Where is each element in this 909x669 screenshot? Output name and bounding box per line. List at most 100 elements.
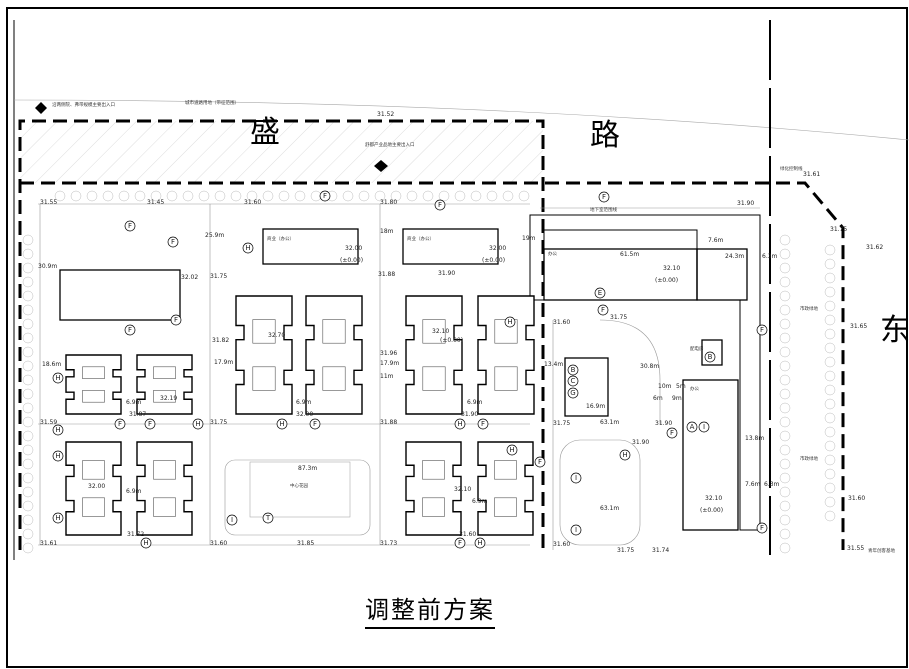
marker-circle-icon bbox=[666, 427, 678, 439]
grid-marker: E bbox=[594, 287, 606, 299]
building-core bbox=[494, 497, 517, 517]
elevation-label: 32.19 bbox=[160, 395, 177, 402]
elevation-label: 32.02 bbox=[181, 274, 198, 281]
tree-icon bbox=[779, 542, 791, 554]
tree-group bbox=[22, 190, 836, 554]
tree-icon bbox=[779, 360, 791, 372]
dimension-label: 17.9m bbox=[380, 360, 399, 367]
building-core bbox=[422, 366, 446, 391]
tree-icon bbox=[54, 190, 66, 202]
road-edge-curve bbox=[13, 99, 909, 141]
grid-marker: H bbox=[52, 424, 64, 436]
tree-icon bbox=[779, 458, 791, 470]
dimension-label: 87.3m bbox=[298, 465, 317, 472]
building-core bbox=[82, 497, 105, 517]
marker-circle-icon bbox=[114, 418, 126, 430]
marker-letter: F bbox=[313, 420, 317, 428]
building-core bbox=[494, 460, 517, 480]
marker-circle-icon bbox=[434, 199, 446, 211]
marker-letter: H bbox=[245, 244, 250, 252]
elevation-label: 31.75 bbox=[830, 226, 847, 233]
tree-icon bbox=[824, 314, 836, 326]
grid-marker: F bbox=[319, 190, 331, 202]
tree-icon bbox=[358, 190, 370, 202]
grid-marker: H bbox=[619, 449, 631, 461]
tree-icon bbox=[342, 190, 354, 202]
tree-icon bbox=[824, 258, 836, 270]
elevation-label: 31.55 bbox=[40, 199, 57, 206]
grid-marker: T bbox=[262, 512, 274, 524]
dimension-label: 7.6m bbox=[708, 237, 724, 244]
elevation-label: 32.00 bbox=[296, 411, 313, 418]
tree-icon bbox=[824, 342, 836, 354]
tree-icon bbox=[22, 346, 34, 358]
tree-icon bbox=[22, 248, 34, 260]
elevation-label: 31.90 bbox=[655, 420, 672, 427]
marker-letter: F bbox=[438, 201, 442, 209]
grid-marker: I bbox=[570, 524, 582, 536]
grid-marker: H bbox=[242, 242, 254, 254]
residential-building bbox=[235, 295, 293, 415]
marker-letter: B bbox=[571, 366, 576, 374]
dimension-label: 13.8m bbox=[745, 435, 764, 442]
elevation-label: 31.72 bbox=[127, 531, 144, 538]
level-label: (±0.00) bbox=[340, 257, 363, 264]
tree-icon bbox=[824, 510, 836, 522]
dimension-label: 61.5m bbox=[620, 251, 639, 258]
grid-marker: F bbox=[434, 199, 446, 211]
tree-icon bbox=[22, 500, 34, 512]
marker-letter: F bbox=[148, 420, 152, 428]
tree-icon bbox=[150, 190, 162, 202]
marker-circle-icon bbox=[597, 304, 609, 316]
dimension-label: 5m bbox=[676, 383, 686, 390]
building-core bbox=[422, 497, 445, 517]
marker-circle-icon bbox=[140, 537, 152, 549]
grid-marker: F bbox=[598, 191, 610, 203]
marker-circle-icon bbox=[309, 418, 321, 430]
tree-icon bbox=[70, 190, 82, 202]
tree-icon bbox=[518, 190, 530, 202]
grid-marker: H bbox=[454, 418, 466, 430]
marker-circle-icon bbox=[170, 314, 182, 326]
elevation-label: 32.10 bbox=[432, 328, 449, 335]
residential-building bbox=[136, 354, 193, 415]
grid-marker: F bbox=[144, 418, 156, 430]
tree-icon bbox=[779, 444, 791, 456]
tree-icon bbox=[824, 496, 836, 508]
marker-letter: F bbox=[760, 326, 764, 334]
grid-marker: F bbox=[309, 418, 321, 430]
elevation-label: 31.88 bbox=[378, 271, 395, 278]
land-boundary bbox=[18, 119, 845, 550]
tree-icon bbox=[779, 374, 791, 386]
marker-letter: B bbox=[708, 353, 713, 361]
tree-icon bbox=[824, 328, 836, 340]
building-core bbox=[422, 319, 446, 344]
elevation-label: 32.10 bbox=[454, 486, 471, 493]
tree-icon bbox=[166, 190, 178, 202]
residential-building bbox=[65, 354, 122, 415]
dimension-label: 17.9m bbox=[214, 359, 233, 366]
marker-letter: F bbox=[670, 429, 674, 437]
tree-icon bbox=[486, 190, 498, 202]
tree-icon bbox=[22, 402, 34, 414]
tree-icon bbox=[824, 272, 836, 284]
residential-building bbox=[477, 295, 535, 415]
tree-icon bbox=[438, 190, 450, 202]
grid-marker: F bbox=[124, 324, 136, 336]
grid-marker: H bbox=[52, 372, 64, 384]
elevation-label: 31.61 bbox=[40, 540, 57, 547]
tree-icon bbox=[779, 500, 791, 512]
tree-icon bbox=[22, 388, 34, 400]
tree-icon bbox=[246, 190, 258, 202]
annotation-note: 市政绿地 bbox=[800, 455, 818, 462]
dimension-label: 30.9m bbox=[38, 263, 57, 270]
grid-marker: F bbox=[477, 418, 489, 430]
building-core bbox=[322, 366, 346, 391]
annotation-note: 绿化控制线 bbox=[780, 165, 803, 172]
elevation-label: 31.75 bbox=[210, 273, 227, 280]
marker-letter: F bbox=[458, 539, 462, 547]
tree-icon bbox=[86, 190, 98, 202]
marker-circle-icon bbox=[756, 522, 768, 534]
tree-icon bbox=[22, 430, 34, 442]
grid-marker: H bbox=[506, 444, 518, 456]
